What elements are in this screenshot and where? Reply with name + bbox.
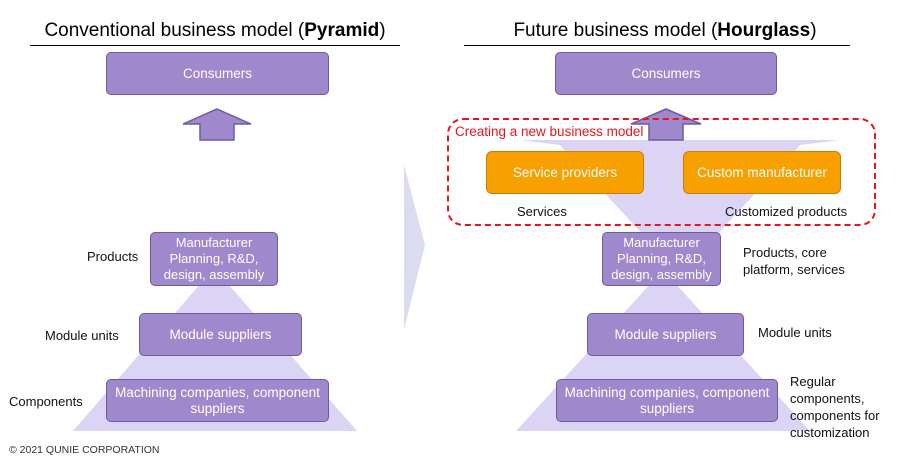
left-module-suppliers-box: Module suppliers — [139, 313, 302, 356]
copyright: © 2021 QUNIE CORPORATION — [9, 444, 160, 456]
right-label-services: Services — [517, 204, 567, 219]
right-title-suffix: ) — [810, 20, 817, 41]
left-machining-box: Machining companies, component suppliers — [106, 379, 329, 422]
right-manufacturer-box: Manufacturer Planning, R&D, design, asse… — [602, 232, 721, 286]
service-providers-box: Service providers — [486, 151, 644, 194]
left-title-bold: Pyramid — [304, 20, 380, 41]
right-machining-box: Machining companies, component suppliers — [556, 379, 778, 422]
right-label-products: Products, core platform, services — [743, 245, 845, 277]
left-label-products: Products — [87, 249, 139, 264]
left-consumers-box: Consumers — [106, 52, 329, 95]
right-up-arrow — [630, 108, 702, 141]
right-label-components: Regular components, components for custo… — [790, 374, 880, 440]
center-chevron — [404, 165, 425, 330]
left-manufacturer-box: Manufacturer Planning, R&D, design, asse… — [150, 232, 278, 286]
right-consumers-box: Consumers — [555, 52, 777, 95]
right-title: Future business model (Hourglass) — [455, 20, 875, 42]
left-title-prefix: Conventional business model ( — [44, 20, 305, 41]
right-label-module-units: Module units — [758, 325, 832, 340]
left-title-suffix: ) — [379, 20, 386, 41]
right-title-prefix: Future business model ( — [513, 20, 718, 41]
right-label-customized: Customized products — [725, 204, 848, 219]
left-title: Conventional business model (Pyramid) — [0, 20, 430, 42]
left-up-arrow — [182, 108, 252, 141]
right-title-rule — [464, 45, 850, 46]
left-label-components: Components — [9, 394, 83, 409]
custom-manufacturer-box: Custom manufacturer — [683, 151, 841, 194]
left-label-module-units: Module units — [45, 328, 119, 343]
new-business-model-frame — [447, 118, 876, 226]
new-business-model-label: Creating a new business model — [455, 124, 644, 139]
right-title-bold: Hourglass — [717, 20, 811, 41]
right-module-suppliers-box: Module suppliers — [587, 313, 744, 356]
left-title-rule — [30, 45, 400, 46]
